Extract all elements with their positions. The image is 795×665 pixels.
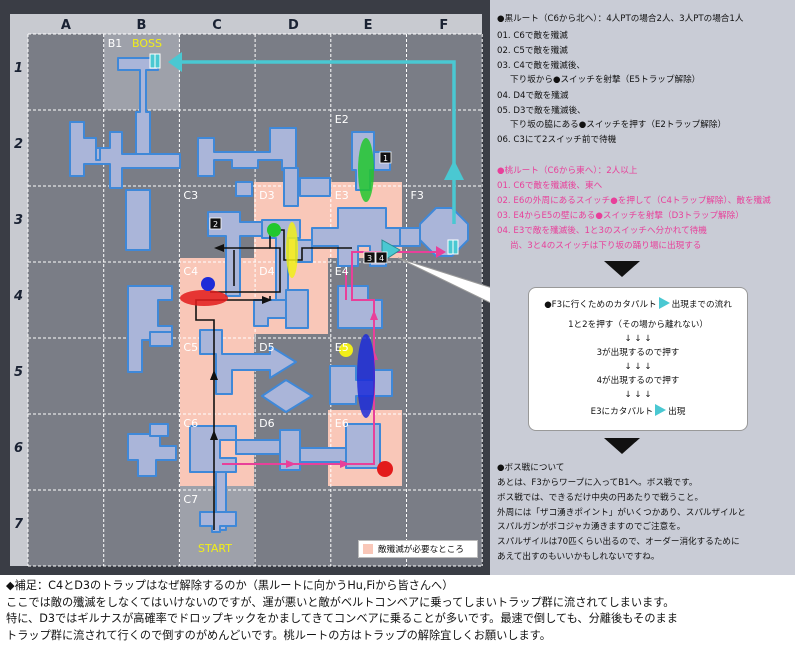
catapult-icon bbox=[655, 404, 667, 416]
cell-label-F3: F3 bbox=[411, 189, 424, 202]
flow-arrow-1: ↓ ↓ ↓ bbox=[624, 334, 652, 344]
trap-c4 bbox=[180, 290, 228, 306]
cell-label-D4: D4 bbox=[259, 265, 274, 278]
cell-label-C4: C4 bbox=[183, 265, 198, 278]
boss-label: BOSS bbox=[132, 37, 162, 50]
flow-step-2: 3が出現するので押す bbox=[596, 348, 680, 358]
cell-label-C7: C7 bbox=[183, 493, 198, 506]
map-legend: 敵殲滅が必要なところ bbox=[358, 540, 478, 558]
pink-route-3: 03. E4からE5の壁にある●スイッチを射撃（D3トラップ解除） bbox=[497, 211, 744, 221]
cell-label-C6: C6 bbox=[183, 417, 198, 430]
warp-pad-f3 bbox=[447, 239, 459, 255]
row-header-4: 4 bbox=[13, 289, 23, 304]
switch-yellow bbox=[339, 343, 353, 357]
black-route-3: 03. C4で敵を殲滅後、 bbox=[497, 61, 586, 71]
column-header-C: C bbox=[212, 18, 222, 33]
cell-label-D5: D5 bbox=[259, 341, 274, 354]
switch-badge-1: 1 bbox=[379, 151, 392, 164]
black-route-0: ●黒ルート（C6から北へ）：4人PTの場合2人、3人PTの場合1人 bbox=[497, 14, 744, 24]
flow-title: ●F3に行くためのカタパルト出現までの流れ bbox=[529, 297, 747, 311]
column-header-strip bbox=[10, 14, 482, 34]
footer-line-3: トラップ群に流されて行くので倒すのがめんどいです。桃ルートの方はトラップの解除宜… bbox=[6, 628, 551, 642]
switch-badge-3: 3 bbox=[363, 251, 376, 264]
row-header-7: 7 bbox=[14, 517, 24, 532]
cell-label-E4: E4 bbox=[335, 265, 349, 278]
down-arrow-2 bbox=[604, 438, 640, 454]
svg-text:3: 3 bbox=[367, 254, 372, 263]
switch-green bbox=[267, 223, 281, 237]
cell-label-E5: E5 bbox=[335, 341, 349, 354]
black-route-1: 01. C6で敵を殲滅 bbox=[497, 31, 568, 41]
trap-e2 bbox=[358, 138, 374, 202]
boss-4: スパルガンがボコジャカ湧きますのでご注意を。 bbox=[497, 522, 686, 532]
pink-route-4: 04. E3で敵を殲滅後、1と3のスイッチへ分かれて待機 bbox=[497, 226, 707, 236]
pink-route-5: 尚、3と4のスイッチは下り坂の踊り場に出現する bbox=[510, 241, 702, 251]
pink-route-1: 01. C6で敵を殲滅後、東へ bbox=[497, 181, 603, 191]
black-route-2: 02. C5で敵を殲滅 bbox=[497, 46, 568, 56]
boss-5: スパルザイルは70匹くらい出るので、オーダー消化するために bbox=[497, 537, 740, 547]
row-header-2: 2 bbox=[14, 137, 23, 152]
row-header-5: 5 bbox=[14, 365, 23, 380]
legend-text: 敵殲滅が必要なところ bbox=[378, 545, 464, 555]
switch-badge-4: 4 bbox=[375, 251, 388, 264]
warp-pad-b1 bbox=[149, 53, 161, 69]
trap-d3 bbox=[286, 222, 298, 278]
column-header-B: B bbox=[137, 18, 147, 33]
row-header-strip bbox=[10, 34, 28, 566]
cell-label-C5: C5 bbox=[183, 341, 198, 354]
cell-label-E3: E3 bbox=[335, 189, 349, 202]
legend-swatch bbox=[363, 544, 373, 554]
footer-line-2: 特に、D3ではギルナスが高確率でドロップキックをかましてきてコンベアに乗ることが… bbox=[6, 612, 678, 625]
footer-line-0: ◆補足：C4とD3のトラップはなぜ解除するのか（黒ルートに向かうHu,Fiから皆… bbox=[6, 579, 454, 592]
footer-notes: ◆補足：C4とD3のトラップはなぜ解除するのか（黒ルートに向かうHu,Fiから皆… bbox=[6, 578, 791, 644]
footer-line-1: ここでは敵の殲滅をしなくてはいけないのですが、運が悪いと敵がベルトコンベアに乗っ… bbox=[6, 595, 675, 609]
cell-label-E6: E6 bbox=[335, 417, 349, 430]
boss-1: あとは、F3からワープに入ってB1へ。ボス戦です。 bbox=[497, 478, 698, 488]
column-header-E: E bbox=[364, 18, 373, 33]
flow-arrow-2: ↓ ↓ ↓ bbox=[624, 362, 652, 372]
catapult-icon bbox=[658, 297, 670, 309]
row-header-1: 1 bbox=[14, 61, 23, 76]
boss-2: ボス戦では、できるだけ中央の円あたりで戦うこと。 bbox=[497, 493, 704, 503]
catapult-flow-box: ●F3に行くためのカタパルト出現までの流れ 1と2を押す（その場から離れない） … bbox=[528, 287, 748, 431]
cell-label-C3: C3 bbox=[183, 189, 198, 202]
black-route-5: 04. D4で敵を殲滅 bbox=[497, 91, 569, 101]
column-header-A: A bbox=[61, 18, 71, 33]
flow-step-1: 1と2を押す（その場から離れない） bbox=[568, 320, 708, 330]
svg-text:2: 2 bbox=[213, 220, 218, 229]
trap-e5 bbox=[357, 334, 375, 418]
switch-badge-2: 2 bbox=[209, 217, 222, 230]
black-route-7: 下り坂の脇にある●スイッチを押す（E2トラップ解除） bbox=[510, 120, 727, 130]
svg-text:4: 4 bbox=[379, 254, 384, 263]
black-route-6: 05. D3で敵を殲滅後、 bbox=[497, 106, 586, 116]
switch-blue bbox=[201, 277, 215, 291]
column-header-F: F bbox=[439, 18, 448, 33]
cell-label-B1: B1 bbox=[108, 37, 123, 50]
cell-label-E2: E2 bbox=[335, 113, 349, 126]
boss-0: ●ボス戦について bbox=[497, 463, 565, 473]
column-header-D: D bbox=[288, 18, 299, 33]
switch-red bbox=[377, 461, 393, 477]
boss-6: あえて出すのもいいかもしれないですね。 bbox=[497, 552, 660, 562]
row-header-6: 6 bbox=[14, 441, 23, 456]
cell-label-D6: D6 bbox=[259, 417, 274, 430]
row-header-3: 3 bbox=[14, 213, 23, 228]
start-label: START bbox=[198, 542, 232, 555]
black-route-4: 下り坂から●スイッチを射撃（E5トラップ解除） bbox=[510, 75, 701, 85]
pink-route-0: ●桃ルート（C6から東へ）：2人以上 bbox=[497, 166, 638, 176]
boss-3: 外周には「ザコ湧きポイント」がいくつかあり、スパルザイルと bbox=[497, 508, 746, 518]
svg-text:1: 1 bbox=[383, 154, 388, 163]
black-route-8: 06. C3にて2スイッチ前で待機 bbox=[497, 135, 617, 145]
flow-step-3: 4が出現するので押す bbox=[596, 376, 680, 386]
down-arrow-1 bbox=[604, 261, 640, 277]
pink-route-2: 02. E6の外周にあるスイッチ●を押して（C4トラップ解除）、敵を殲滅 bbox=[497, 196, 771, 206]
cell-label-D3: D3 bbox=[259, 189, 274, 202]
flow-arrow-3: ↓ ↓ ↓ bbox=[624, 390, 652, 400]
flow-step-4: E3にカタパルト出現 bbox=[529, 404, 747, 418]
